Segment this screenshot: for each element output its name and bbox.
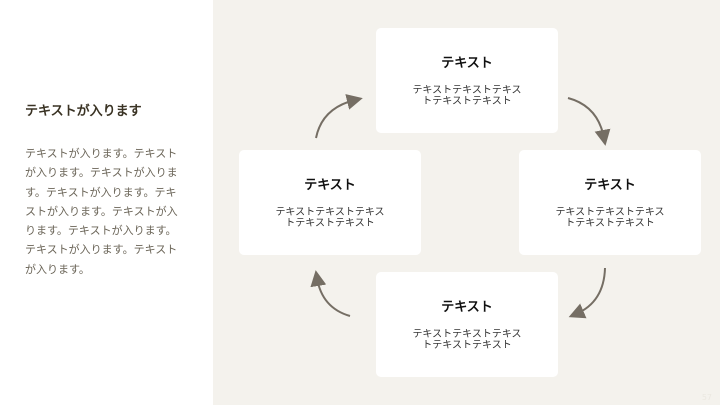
card-title: テキスト xyxy=(441,56,493,71)
cycle-card-right: テキスト テキストテキストテキストテキストテキスト xyxy=(519,150,701,255)
card-title: テキスト xyxy=(441,300,493,315)
sidebar-body-text: テキストが入ります。テキストが入ります。テキストが入ります。テキストが入ります。… xyxy=(25,147,178,276)
arrow-right-to-bottom xyxy=(568,267,606,319)
card-title: テキスト xyxy=(304,178,356,193)
arrow-left-to-top xyxy=(315,94,363,139)
arrow-bottom-to-left xyxy=(310,270,351,317)
page-number: 57 xyxy=(701,393,712,402)
card-description: テキストテキストテキストテキストテキスト xyxy=(275,207,385,229)
sidebar-panel: テキストが入ります テキストが入ります。テキストが入ります。テキストが入ります。… xyxy=(0,0,213,405)
cycle-card-left: テキスト テキストテキストテキストテキストテキスト xyxy=(239,150,421,255)
cycle-card-bottom: テキスト テキストテキストテキストテキストテキスト xyxy=(376,272,558,377)
card-description: テキストテキストテキストテキストテキスト xyxy=(555,207,665,229)
card-description: テキストテキストテキストテキストテキスト xyxy=(412,85,522,107)
arrow-top-to-right xyxy=(567,97,611,146)
sidebar-heading: テキストが入ります xyxy=(25,104,142,119)
card-description: テキストテキストテキストテキストテキスト xyxy=(412,329,522,351)
card-title: テキスト xyxy=(584,178,636,193)
cycle-card-top: テキスト テキストテキストテキストテキストテキスト xyxy=(376,28,558,133)
